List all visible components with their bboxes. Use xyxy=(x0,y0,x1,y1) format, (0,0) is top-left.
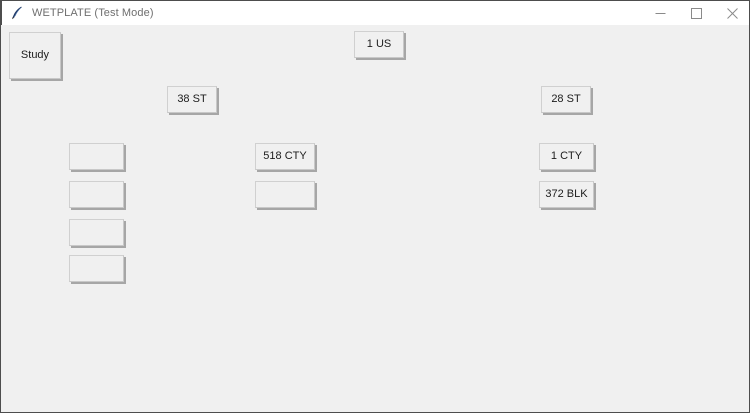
left-empty-button-1[interactable] xyxy=(69,143,124,170)
left-empty-button-2[interactable] xyxy=(69,181,124,208)
minimize-button[interactable] xyxy=(642,1,678,26)
st-28-button[interactable]: 28 ST xyxy=(541,86,591,113)
us-1-button[interactable]: 1 US xyxy=(354,31,404,58)
minimize-icon xyxy=(655,8,666,19)
left-empty-button-4[interactable] xyxy=(69,255,124,282)
close-icon xyxy=(726,7,738,19)
window-title: WETPLATE (Test Mode) xyxy=(32,7,154,19)
st-38-button[interactable]: 38 ST xyxy=(167,86,217,113)
window-controls xyxy=(642,1,749,26)
study-button[interactable]: Study xyxy=(9,32,61,79)
quill-pen-icon xyxy=(9,5,25,21)
cty-518-button[interactable]: 518 CTY xyxy=(255,143,315,170)
client-area: Study 1 US 38 ST 28 ST 518 CTY 1 CTY 372 BLK xyxy=(1,25,749,412)
left-empty-button-3[interactable] xyxy=(69,219,124,246)
cty-1-button[interactable]: 1 CTY xyxy=(539,143,594,170)
title-bar: WETPLATE (Test Mode) xyxy=(1,0,749,26)
maximize-icon xyxy=(690,7,702,19)
mid-empty-button-1[interactable] xyxy=(255,181,315,208)
maximize-button[interactable] xyxy=(678,1,714,26)
title-bar-left: WETPLATE (Test Mode) xyxy=(2,5,642,21)
blk-372-button[interactable]: 372 BLK xyxy=(539,181,594,208)
close-button[interactable] xyxy=(714,1,749,26)
